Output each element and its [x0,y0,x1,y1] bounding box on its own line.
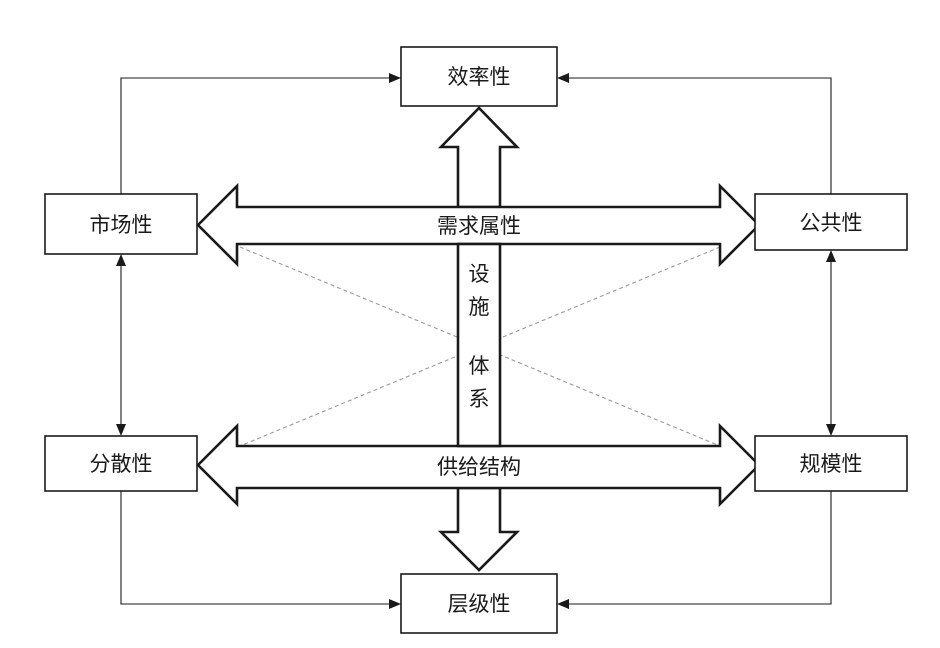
connector-dispersion-to-hierarchy [120,491,391,605]
node-scale-label: 规模性 [800,452,863,476]
center-char-4: 系 [469,387,490,411]
node-efficiency: 效率性 [400,46,558,107]
arrowhead-hierarchy-right [557,599,569,609]
connector-public-to-efficiency [567,77,832,194]
arrowhead-market-up [116,254,126,266]
center-char-3: 体 [469,354,490,378]
center-char-1: 设 [469,262,490,286]
connector-scale-to-hierarchy [567,491,832,605]
supply-label-bg [406,451,552,484]
node-market-label: 市场性 [90,213,153,237]
node-market: 市场性 [44,193,198,255]
connector-market-to-efficiency [120,77,391,194]
arrowhead-scale-down [826,424,836,436]
demand-label: 需求属性 [437,214,521,238]
node-hierarchy-label: 层级性 [448,592,511,616]
center-char-2: 施 [469,295,490,319]
arrowhead-public-up [826,250,836,262]
node-hierarchy: 层级性 [400,573,558,634]
arrowhead-hierarchy-left [389,599,401,609]
arrowhead-efficiency-left [389,73,401,83]
node-dispersion-label: 分散性 [90,452,153,476]
arrowhead-efficiency-right [557,73,569,83]
node-scale: 规模性 [754,435,908,492]
down-arrow [437,486,521,572]
facility-system-bar [456,242,502,448]
supply-label: 供给结构 [437,455,521,479]
demand-label-bg [406,212,552,240]
node-public: 公共性 [754,193,908,251]
up-arrow [437,106,521,209]
node-efficiency-label: 效率性 [448,65,511,89]
node-public-label: 公共性 [800,211,863,235]
arrowhead-dispersion-down [116,424,126,436]
node-dispersion: 分散性 [44,435,198,492]
